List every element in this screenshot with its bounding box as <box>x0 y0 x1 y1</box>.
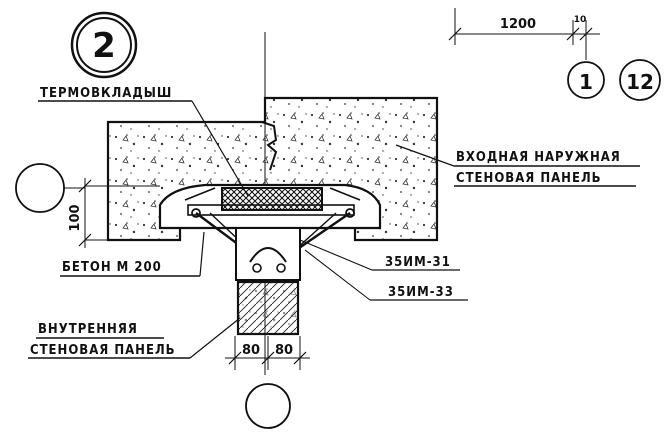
label-inner-panel-line2: СТЕНОВАЯ ПАНЕЛЬ <box>30 343 176 358</box>
sheet-marker: 2 <box>70 11 138 79</box>
label-inner-panel-line1: ВНУТРЕННЯЯ <box>38 322 138 337</box>
label-inner-panel: ВНУТРЕННЯЯ СТЕНОВАЯ ПАНЕЛЬ <box>28 317 241 359</box>
axis-bubble-left <box>15 163 65 213</box>
label-outer-panel-line2: СТЕНОВАЯ ПАНЕЛЬ <box>456 171 602 186</box>
thermal-insert-block <box>221 187 323 211</box>
label-part-a-text: 35ИМ-31 <box>385 255 451 270</box>
axis-marker-12: 12 <box>619 59 661 101</box>
label-part-a: 35ИМ-31 <box>299 239 460 271</box>
dim-left-100: 100 <box>68 178 180 248</box>
label-outer-panel: ВХОДНАЯ НАРУЖНАЯ СТЕНОВАЯ ПАНЕЛЬ <box>395 144 640 187</box>
label-concrete: БЕТОН М 200 <box>60 231 205 277</box>
dim-top-span: 1200 <box>500 17 536 32</box>
dim-bottom-left: 80 <box>242 343 260 358</box>
axis-bubble-bottom <box>245 383 291 429</box>
dim-top-small: 10 <box>574 15 587 25</box>
dim-bottom: 80 80 <box>225 336 310 370</box>
inner-wall-panel <box>235 227 301 336</box>
label-part-b: 35ИМ-33 <box>304 249 468 301</box>
dim-top: 1200 10 <box>448 8 600 45</box>
label-thermal-insert-text: ТЕРМОВКЛАДЫШ <box>40 86 172 101</box>
dim-bottom-right: 80 <box>275 343 293 358</box>
axis-marker-1: 1 <box>567 61 605 99</box>
label-thermal-insert: ТЕРМОВКЛАДЫШ <box>38 86 249 197</box>
axis-marker-1-label: 1 <box>579 70 593 94</box>
dim-left-value: 100 <box>68 204 83 231</box>
label-part-b-text: 35ИМ-33 <box>388 285 454 300</box>
sheet-marker-number: 2 <box>92 26 116 66</box>
label-outer-panel-line1: ВХОДНАЯ НАРУЖНАЯ <box>456 150 621 165</box>
axis-marker-12-label: 12 <box>626 70 654 94</box>
label-concrete-text: БЕТОН М 200 <box>62 260 162 275</box>
